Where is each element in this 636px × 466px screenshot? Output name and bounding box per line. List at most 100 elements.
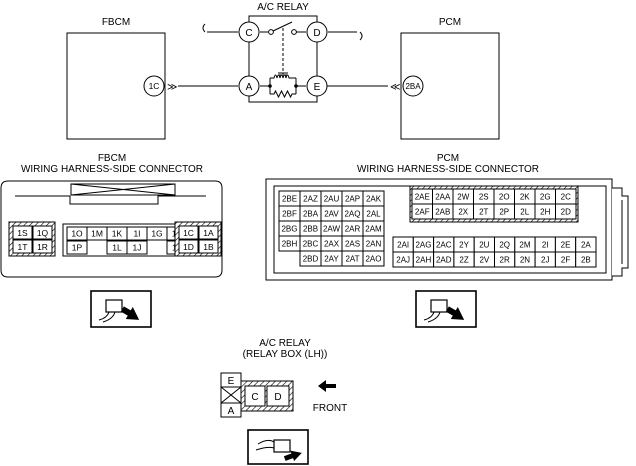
connector-pin-label: 2R: [500, 256, 510, 265]
connector-pin-label: 2BF: [282, 210, 297, 219]
wire-d-break: [359, 31, 363, 41]
connector-pin-label: 2AR: [345, 225, 361, 234]
fbcm-pin-label: 1D: [183, 242, 194, 252]
relay-terminal-d-label: D: [313, 28, 320, 39]
connector-pin-label: 2AJ: [396, 256, 410, 265]
relay-terminal-a: [238, 75, 260, 97]
connector-pin: [66, 240, 88, 255]
connector-pin-label: 2T: [479, 208, 488, 217]
connector-pin-label: 2J: [541, 256, 549, 265]
connector-pin-label: 2D: [561, 208, 571, 217]
connector-pin-label: 1I: [133, 229, 140, 239]
relay-pin-d: [266, 385, 290, 407]
connector-pin-label: 2AC: [436, 241, 452, 250]
fbcm-pin: [178, 225, 199, 240]
connector-pin-label: 2AF: [415, 208, 430, 217]
connector-pin-label: 2AB: [435, 208, 450, 217]
fbcm-connector-title-1: FBCM: [98, 153, 126, 164]
connector-pin-label: 2U: [479, 241, 489, 250]
relay-pin-c: [244, 385, 266, 407]
connector-pin-label: 2AD: [436, 256, 452, 265]
connector-pin-label: 2O: [499, 193, 510, 202]
fbcm-label: FBCM: [102, 17, 130, 28]
connector-pin-label: 2G: [540, 193, 551, 202]
fbcm-pin: [178, 239, 199, 254]
relay-terminal-a-label: A: [246, 82, 253, 93]
connector-pin: [575, 251, 597, 268]
connector-pin-label: 2W: [457, 193, 469, 202]
connector-pin-label: 2M: [519, 241, 530, 250]
connector-pin-label: 2Q: [499, 241, 510, 250]
connector-pin-label: 2BG: [281, 225, 297, 234]
connector-pin-label: 2BH: [282, 240, 298, 249]
fbcm-middle-pins: 1O1M1K1I1G1E1P1L1J1F: [66, 226, 188, 255]
connector-pin-label: 2BE: [282, 195, 297, 204]
pcm-terminal-label: 2BA: [405, 82, 421, 91]
connector-pin-label: 2BB: [303, 225, 318, 234]
switch-contact-left: [268, 29, 274, 35]
connector-pin-label: 2AP: [345, 195, 360, 204]
fbcm-pin-label: 1B: [203, 242, 214, 252]
connector-pin-label: 2AQ: [344, 210, 360, 219]
switch-arm: [272, 21, 293, 32]
connector-pin-label: 2AV: [324, 210, 339, 219]
connector-pin-label: 2H: [540, 208, 550, 217]
connector-pin-label: 2Y: [459, 241, 469, 250]
connector-pin-label: 2A: [581, 241, 591, 250]
connector-pin-label: 2K: [520, 193, 530, 202]
fbcm-pin: [198, 239, 219, 254]
connector-pin-label: 2AO: [365, 255, 381, 264]
connector-pin-label: 2AX: [324, 240, 340, 249]
fbcm-pin-label: 1T: [18, 242, 28, 252]
connector-pin-label: 2AG: [415, 241, 431, 250]
connector-pin-label: 2AS: [345, 240, 360, 249]
fbcm-pin: [198, 225, 219, 240]
connector-pin-label: 2AA: [435, 193, 451, 202]
fbcm-pin-label: 1R: [37, 242, 48, 252]
connector-pin-label: 2C: [561, 193, 571, 202]
connector-view-icon: [415, 290, 477, 328]
connector-pin-label: 2AY: [324, 255, 339, 264]
connector-pin: [362, 250, 385, 267]
connector-pin-label: 1J: [133, 243, 142, 253]
relay-terminal-e-label: E: [314, 82, 321, 93]
connector-pin: [555, 203, 577, 220]
relay-terminal-e: [306, 75, 328, 97]
connector-pin-label: 1L: [112, 243, 122, 253]
pcm-label: PCM: [439, 17, 461, 28]
fbcm-pin: [32, 239, 53, 254]
fbcm-terminal-label: 1C: [149, 81, 160, 91]
fbcm-pin: [32, 225, 53, 240]
relay-connector-title-2: (RELAY BOX (LH)): [243, 349, 328, 360]
pcm-connector-symbol: ≪: [390, 82, 400, 93]
connector-pin-label: 1G: [151, 229, 162, 239]
fbcm-pin-label: 1Q: [37, 228, 49, 238]
connector-pin-label: 2V: [479, 256, 489, 265]
relay-terminal-d: [306, 21, 328, 43]
fbcm-connector-top-rail: [15, 195, 206, 205]
pcm-connector-title-1: PCM: [437, 153, 459, 164]
connector-pin-label: 1O: [71, 229, 83, 239]
fbcm-latch-cross-2: [70, 183, 176, 196]
connector-view-icon: [90, 290, 152, 328]
connector-pin-label: 2F: [561, 256, 570, 265]
schematic: FBCM 1C ≫ PCM 2BA ≪ A/C RELAY: [66, 2, 500, 140]
connector-pin-label: 2AL: [366, 210, 381, 219]
connector-pin-label: 2BD: [303, 255, 319, 264]
connector-pin-label: 2BA: [303, 210, 319, 219]
relay-pin-a-label: A: [228, 406, 235, 417]
connector-pin-label: 2AM: [365, 225, 382, 234]
connector-pin-label: 2AZ: [303, 195, 318, 204]
fbcm-pin-label: 1A: [203, 228, 214, 238]
relay-pin-e-label: E: [228, 376, 235, 387]
connector-pin-label: 2N: [520, 256, 530, 265]
fbcm-pin: [12, 239, 33, 254]
connector-pin-label: 2AT: [345, 255, 359, 264]
fbcm-connector-symbol: ≫: [167, 82, 177, 93]
connector-pin-label: 2B: [581, 256, 591, 265]
relay-blank-cross-2: [220, 386, 242, 404]
